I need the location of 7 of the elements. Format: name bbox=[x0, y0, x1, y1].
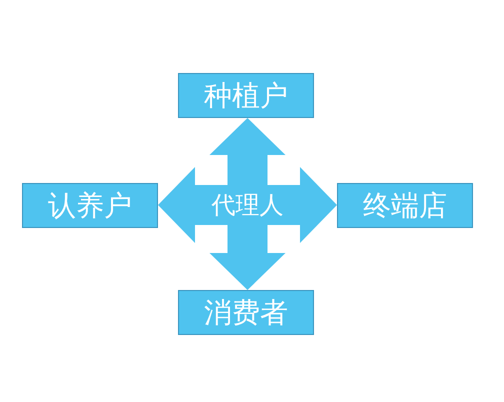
process-box: 终端店 bbox=[337, 183, 473, 228]
process-box: 种植户 bbox=[178, 73, 314, 118]
process-box: 认养户 bbox=[22, 183, 158, 228]
arrow bbox=[300, 167, 337, 243]
center-box: 代理人 bbox=[195, 185, 300, 225]
process-box: 消费者 bbox=[178, 290, 314, 335]
arrow bbox=[210, 225, 286, 290]
